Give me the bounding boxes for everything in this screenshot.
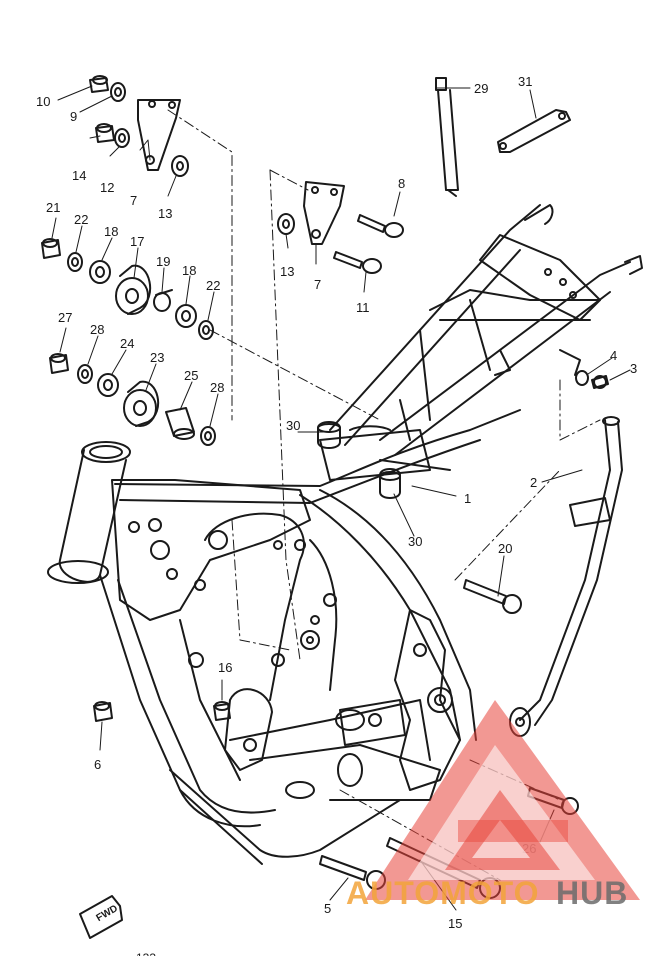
callout-labels: 1 2 3 4 5 6 7 7 8 9 10 11 12 13 13 14 15… [36,74,637,931]
watermark-text-orange: AUTOMOTO [346,875,539,911]
bolt-11 [333,251,382,274]
callout-11: 11 [356,300,370,315]
callout-30b: 30 [408,534,422,549]
callout-23: 23 [150,350,164,365]
callout-16: 16 [218,660,232,675]
callout-21: 21 [46,200,60,215]
bushing-23 [123,380,159,427]
strap-31 [497,109,571,153]
fwd-label: FWD [95,903,120,924]
collar-24 [97,373,119,397]
main-frame [47,204,643,865]
callout-3: 3 [630,361,637,376]
nut-6 [93,701,113,722]
callout-22b: 22 [206,278,220,293]
callout-18a: 18 [104,224,118,239]
callout-28a: 28 [90,322,104,337]
washer-9 [110,82,126,102]
nut-14 [95,123,115,143]
fwd-arrow [79,895,123,939]
callout-8: 8 [398,176,405,191]
callout-30a: 30 [286,418,300,433]
bolt-8 [357,214,404,238]
callout-20: 20 [498,541,512,556]
washer-28a [77,364,93,384]
callout-25: 25 [184,368,198,383]
nut-16 [213,701,231,721]
nut-10 [89,75,109,93]
callout-10: 10 [36,94,50,109]
callout-15: 15 [448,916,462,931]
bolt-3 [591,375,609,389]
washer-4 [575,370,589,386]
callout-27: 27 [58,310,72,325]
callout-31: 31 [518,74,532,89]
callout-5: 5 [324,901,331,916]
engine-bracket-7b [303,181,345,245]
washer-28b [200,426,216,446]
callout-13a: 13 [158,206,172,221]
callout-29: 29 [474,81,488,96]
watermark-text-gray: HUB [556,875,628,911]
callout-18b: 18 [182,263,196,278]
collar-18a [89,260,111,284]
long-bolt-29 [435,77,459,197]
watermark-logo [365,700,640,900]
bushing-17 [115,264,151,315]
washer-22b [198,320,214,340]
washer-13b [277,213,295,235]
callout-2: 2 [530,475,537,490]
callout-1: 1 [464,491,471,506]
callout-6: 6 [94,757,101,772]
reference-lines [167,109,601,881]
collar-18b [175,304,197,328]
callout-13b: 13 [280,264,294,279]
callout-28b: 28 [210,380,224,395]
callout-4: 4 [610,348,617,363]
bolt-20 [463,579,522,614]
callout-19: 19 [156,254,170,269]
washer-13a [171,155,189,177]
callout-22a: 22 [74,212,88,227]
washer-12 [114,128,130,148]
nut-21 [41,238,61,259]
spacer-25 [165,407,195,440]
washer-22a [67,252,83,272]
callout-17: 17 [130,234,144,249]
spacer-19 [153,289,173,312]
callout-12: 12 [100,180,114,195]
callout-7b: 7 [314,277,321,292]
callout-14: 14 [72,168,86,183]
callout-7a: 7 [130,193,137,208]
callout-24: 24 [120,336,134,351]
page-number: 133 [136,951,156,956]
nut-27 [49,353,69,374]
callout-9: 9 [70,109,77,124]
rear-stay [509,416,623,737]
